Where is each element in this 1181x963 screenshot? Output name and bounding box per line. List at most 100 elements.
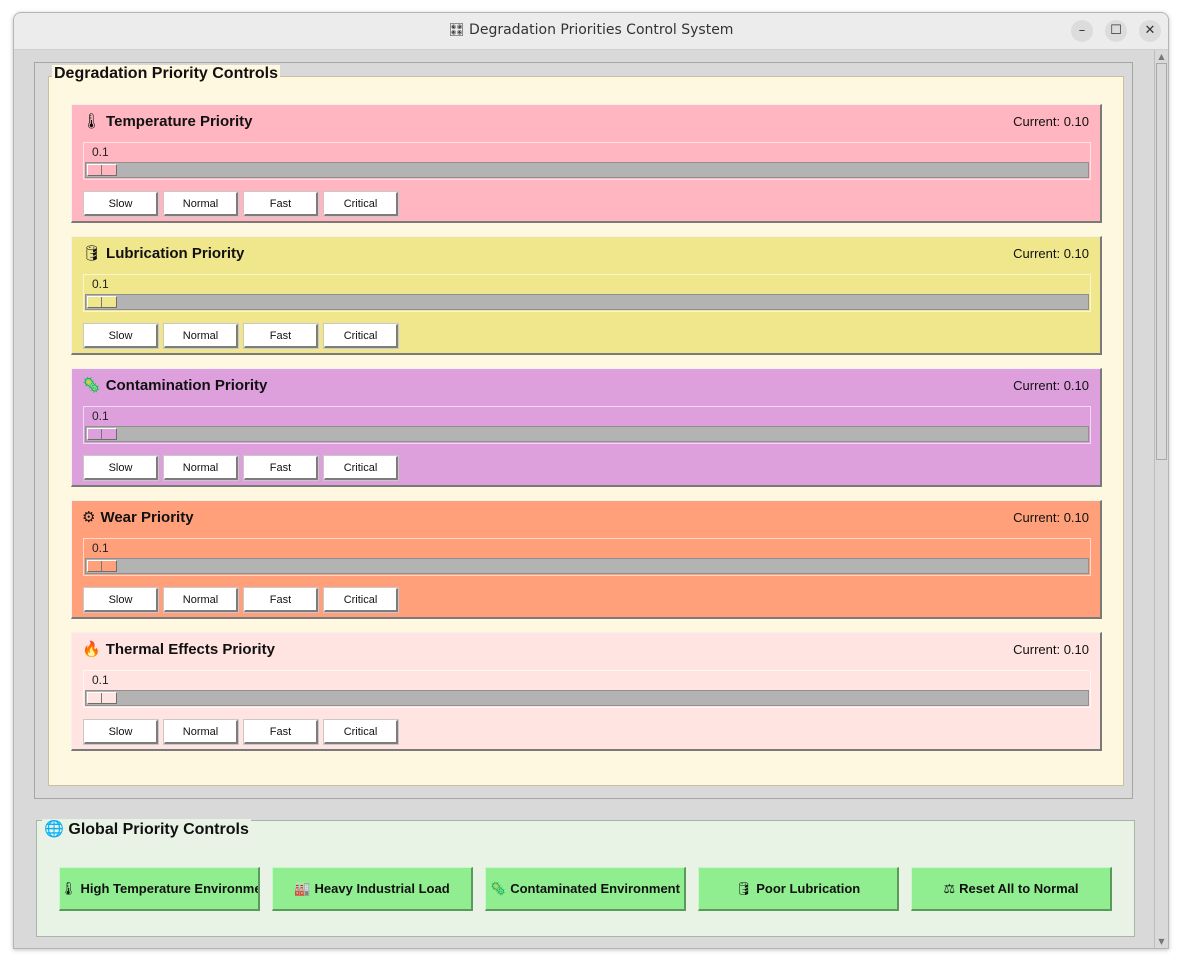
scrollbar-thumb[interactable] bbox=[1156, 63, 1167, 460]
critical-button[interactable]: Critical bbox=[324, 588, 398, 612]
current-value-label: Current: 0.10 bbox=[1013, 246, 1089, 261]
control-knobs-icon: 🎛 bbox=[448, 23, 466, 38]
normal-button[interactable]: Normal bbox=[164, 456, 238, 480]
thermometer-icon: 🌡 bbox=[82, 113, 102, 130]
priority-scale: 0.1 bbox=[83, 538, 1091, 576]
normal-button[interactable]: Normal bbox=[164, 720, 238, 744]
priority-card-title-text: Temperature Priority bbox=[106, 113, 253, 130]
global-button-label: Poor Lubrication bbox=[756, 881, 861, 896]
fire-icon: 🔥 bbox=[82, 641, 101, 658]
scale-value-label: 0.1 bbox=[92, 673, 109, 687]
scale-value-label: 0.1 bbox=[92, 409, 109, 423]
slow-button[interactable]: Slow bbox=[84, 324, 158, 348]
window-title-text: Degradation Priorities Control System bbox=[469, 22, 734, 38]
priority-card-title-text: Thermal Effects Priority bbox=[105, 641, 275, 658]
current-value-label: Current: 0.10 bbox=[1013, 510, 1089, 525]
global-controls-frame: 🌐 Global Priority Controls 🌡High Tempera… bbox=[36, 819, 1135, 937]
slider-trough[interactable] bbox=[85, 162, 1089, 178]
slider-handle[interactable] bbox=[87, 692, 117, 704]
contaminated-button[interactable]: 🦠Contaminated Environment bbox=[485, 867, 686, 911]
global-button-label: Heavy Industrial Load bbox=[314, 881, 450, 896]
slider-handle[interactable] bbox=[87, 164, 117, 176]
priority-card-thermal: 🔥Thermal Effects Priority Current: 0.10 0.… bbox=[71, 632, 1102, 751]
fast-button[interactable]: Fast bbox=[244, 588, 318, 612]
minimize-button[interactable]: – bbox=[1071, 20, 1093, 42]
slider-trough[interactable] bbox=[85, 426, 1089, 442]
title-bar: 🎛Degradation Priorities Control System –… bbox=[14, 13, 1168, 50]
global-controls-title: 🌐 Global Priority Controls bbox=[42, 819, 251, 839]
scale-value-label: 0.1 bbox=[92, 277, 109, 291]
current-value-label: Current: 0.10 bbox=[1013, 642, 1089, 657]
critical-button[interactable]: Critical bbox=[324, 720, 398, 744]
priority-card-title: 🛢Lubrication Priority bbox=[82, 244, 244, 262]
priority-card-title-text: Lubrication Priority bbox=[106, 245, 245, 262]
balance-scale-icon: ⚖ bbox=[943, 881, 956, 896]
high-temp-button[interactable]: 🌡High Temperature Environment bbox=[59, 867, 260, 911]
scroll-down-arrow-icon[interactable]: ▼ bbox=[1158, 937, 1165, 946]
reset-button[interactable]: ⚖Reset All to Normal bbox=[911, 867, 1112, 911]
priority-card-title-text: Wear Priority bbox=[100, 509, 194, 526]
critical-button[interactable]: Critical bbox=[324, 192, 398, 216]
priority-card-title-text: Contamination Priority bbox=[105, 377, 268, 394]
factory-icon: 🏭 bbox=[294, 881, 311, 896]
fast-button[interactable]: Fast bbox=[244, 192, 318, 216]
current-value-label: Current: 0.10 bbox=[1013, 114, 1089, 129]
slider-trough[interactable] bbox=[85, 294, 1089, 310]
fast-button[interactable]: Fast bbox=[244, 720, 318, 744]
priority-scale: 0.1 bbox=[83, 142, 1091, 180]
slider-handle[interactable] bbox=[87, 296, 117, 308]
globe-icon: 🌐 bbox=[44, 821, 64, 838]
thermometer-icon: 🌡 bbox=[60, 881, 77, 896]
app-window: 🎛Degradation Priorities Control System –… bbox=[13, 12, 1169, 949]
scale-value-label: 0.1 bbox=[92, 541, 109, 555]
oil-drum-icon: 🛢 bbox=[735, 881, 753, 896]
poor-lube-button[interactable]: 🛢Poor Lubrication bbox=[698, 867, 899, 911]
normal-button[interactable]: Normal bbox=[164, 324, 238, 348]
global-button-label: High Temperature Environment bbox=[80, 881, 260, 896]
slider-handle[interactable] bbox=[87, 560, 117, 572]
priority-card-title: 🔥Thermal Effects Priority bbox=[82, 640, 275, 658]
priority-card-title: 🦠Contamination Priority bbox=[82, 376, 267, 394]
scale-value-label: 0.1 bbox=[92, 145, 109, 159]
priority-scale: 0.1 bbox=[83, 670, 1091, 708]
slow-button[interactable]: Slow bbox=[84, 588, 158, 612]
slow-button[interactable]: Slow bbox=[84, 192, 158, 216]
slow-button[interactable]: Slow bbox=[84, 720, 158, 744]
priority-scale: 0.1 bbox=[83, 274, 1091, 312]
fast-button[interactable]: Fast bbox=[244, 456, 318, 480]
heavy-load-button[interactable]: 🏭Heavy Industrial Load bbox=[272, 867, 473, 911]
oil-drum-icon: 🛢 bbox=[82, 245, 102, 262]
maximize-button[interactable]: ☐ bbox=[1105, 20, 1127, 42]
normal-button[interactable]: Normal bbox=[164, 192, 238, 216]
degradation-controls-title: Degradation Priority Controls bbox=[52, 65, 281, 83]
slider-trough[interactable] bbox=[85, 690, 1089, 706]
slider-handle[interactable] bbox=[87, 428, 117, 440]
vertical-scrollbar[interactable]: ▲ ▼ bbox=[1154, 50, 1168, 948]
scroll-up-arrow-icon[interactable]: ▲ bbox=[1158, 52, 1165, 61]
global-button-label: Reset All to Normal bbox=[959, 881, 1079, 896]
microbe-icon: 🦠 bbox=[490, 881, 507, 896]
slow-button[interactable]: Slow bbox=[84, 456, 158, 480]
priority-card-title: ⚙Wear Priority bbox=[82, 508, 194, 526]
microbe-icon: 🦠 bbox=[82, 377, 101, 394]
global-controls-title-text: Global Priority Controls bbox=[68, 821, 249, 838]
critical-button[interactable]: Critical bbox=[324, 324, 398, 348]
close-button[interactable]: ✕ bbox=[1139, 20, 1161, 42]
priority-scale: 0.1 bbox=[83, 406, 1091, 444]
slider-trough[interactable] bbox=[85, 558, 1089, 574]
fast-button[interactable]: Fast bbox=[244, 324, 318, 348]
normal-button[interactable]: Normal bbox=[164, 588, 238, 612]
gear-icon: ⚙ bbox=[82, 509, 96, 526]
priority-card-title: 🌡Temperature Priority bbox=[82, 112, 252, 130]
current-value-label: Current: 0.10 bbox=[1013, 378, 1089, 393]
window-title: 🎛Degradation Priorities Control System bbox=[14, 22, 1168, 38]
critical-button[interactable]: Critical bbox=[324, 456, 398, 480]
global-button-label: Contaminated Environment bbox=[510, 881, 680, 896]
